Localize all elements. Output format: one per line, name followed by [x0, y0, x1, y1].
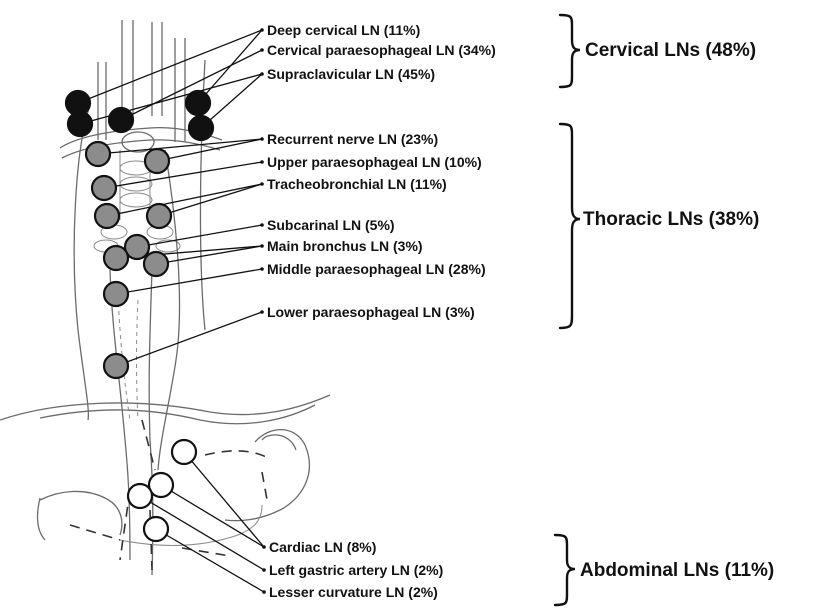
label-lesser-curvature: Lesser curvature LN (2%) [269, 584, 438, 600]
diaphragm-inner [40, 405, 315, 424]
group-braces [555, 15, 580, 605]
node-thoracic-2 [145, 149, 169, 173]
node-thoracic-4 [95, 204, 119, 228]
ring-3 [120, 193, 152, 207]
leader-main-bronchus-b [156, 246, 262, 264]
leader-cardiac-b [161, 485, 264, 547]
brace-thoracic [560, 124, 580, 328]
brace-abdominal [555, 535, 575, 605]
leader-lower-paraesophageal [116, 312, 262, 366]
node-thoracic-5 [147, 204, 171, 228]
bullet-cardiac [262, 545, 266, 549]
bullet-subcarinal [260, 223, 264, 227]
node-thoracic-10 [104, 354, 128, 378]
stomach-sketch [225, 430, 309, 521]
node-thoracic-1 [86, 142, 110, 166]
bullet-middle-paraesophageal [260, 267, 264, 271]
node-abdominal-3 [128, 484, 152, 508]
label-upper-paraesophageal: Upper paraesophageal LN (10%) [267, 154, 482, 170]
left-carotid-sketch [98, 62, 106, 140]
brace-cervical [560, 15, 580, 87]
label-tracheobronchial: Tracheobronchial LN (11%) [267, 176, 447, 192]
label-main-bronchus: Main bronchus LN (3%) [267, 238, 423, 254]
label-middle-paraesophageal: Middle paraesophageal LN (28%) [267, 261, 486, 277]
node-thoracic-9 [104, 282, 128, 306]
node-cervical-5 [189, 116, 213, 140]
leader-tracheobronchial-b [159, 184, 262, 216]
group-labels: Cervical LNs (48%) Thoracic LNs (38%) Ab… [580, 40, 774, 581]
trachea-upper-sketch [122, 20, 133, 118]
bullet-cervical-paraesophageal [260, 48, 264, 52]
node-thoracic-8 [144, 252, 168, 276]
node-abdominal-1 [172, 440, 196, 464]
node-labels: Deep cervical LN (11%) Cervical paraesop… [267, 22, 496, 600]
node-thoracic-3 [92, 176, 116, 200]
leader-upper-paraesophageal [104, 162, 262, 188]
label-recurrent-nerve: Recurrent nerve LN (23%) [267, 131, 438, 147]
node-thoracic-7 [104, 246, 128, 270]
label-lower-paraesophageal: Lower paraesophageal LN (3%) [267, 304, 475, 320]
bullet-tracheobronchial [260, 182, 264, 186]
liver-lobe [37, 498, 45, 540]
leader-middle-paraesophageal [116, 269, 262, 294]
bullet-upper-paraesophageal [260, 160, 264, 164]
node-cervical-4 [186, 91, 210, 115]
label-cardiac: Cardiac LN (8%) [269, 539, 376, 555]
bullet-lesser-curvature [262, 590, 266, 594]
leader-tracheobronchial-a [107, 184, 262, 216]
label-deep-cervical: Deep cervical LN (11%) [267, 22, 420, 38]
bullet-recurrent-nerve [260, 137, 264, 141]
label-supraclavicular: Supraclavicular LN (45%) [267, 66, 435, 82]
label-left-gastric-artery: Left gastric artery LN (2%) [269, 562, 443, 578]
bullet-supraclavicular [260, 72, 264, 76]
leader-cardiac-a [184, 452, 264, 547]
leader-recurrent-nerve-b [157, 139, 262, 161]
node-cervical-3 [109, 108, 133, 132]
label-bullets [260, 28, 266, 594]
label-subcarinal: Subcarinal LN (5%) [267, 217, 395, 233]
bullet-deep-cervical [260, 28, 264, 32]
abdominal-nodes [128, 440, 196, 541]
bullet-main-bronchus [260, 244, 264, 248]
aorta-sketch [158, 150, 180, 470]
group-label-cervical: Cervical LNs (48%) [585, 40, 756, 61]
duodenum-sketch [120, 505, 262, 545]
node-cervical-2 [68, 112, 92, 136]
liver-edge-sketch [40, 491, 122, 535]
bullet-lower-paraesophageal [260, 310, 264, 314]
group-label-abdominal: Abdominal LNs (11%) [580, 560, 774, 581]
bullet-left-gastric-artery [262, 568, 266, 572]
stomach-fold [262, 435, 296, 450]
label-cervical-paraesophageal: Cervical paraesophageal LN (34%) [267, 42, 496, 58]
group-label-thoracic: Thoracic LNs (38%) [583, 209, 759, 230]
dotted-vagus-right [137, 300, 139, 420]
node-abdominal-4 [144, 517, 168, 541]
